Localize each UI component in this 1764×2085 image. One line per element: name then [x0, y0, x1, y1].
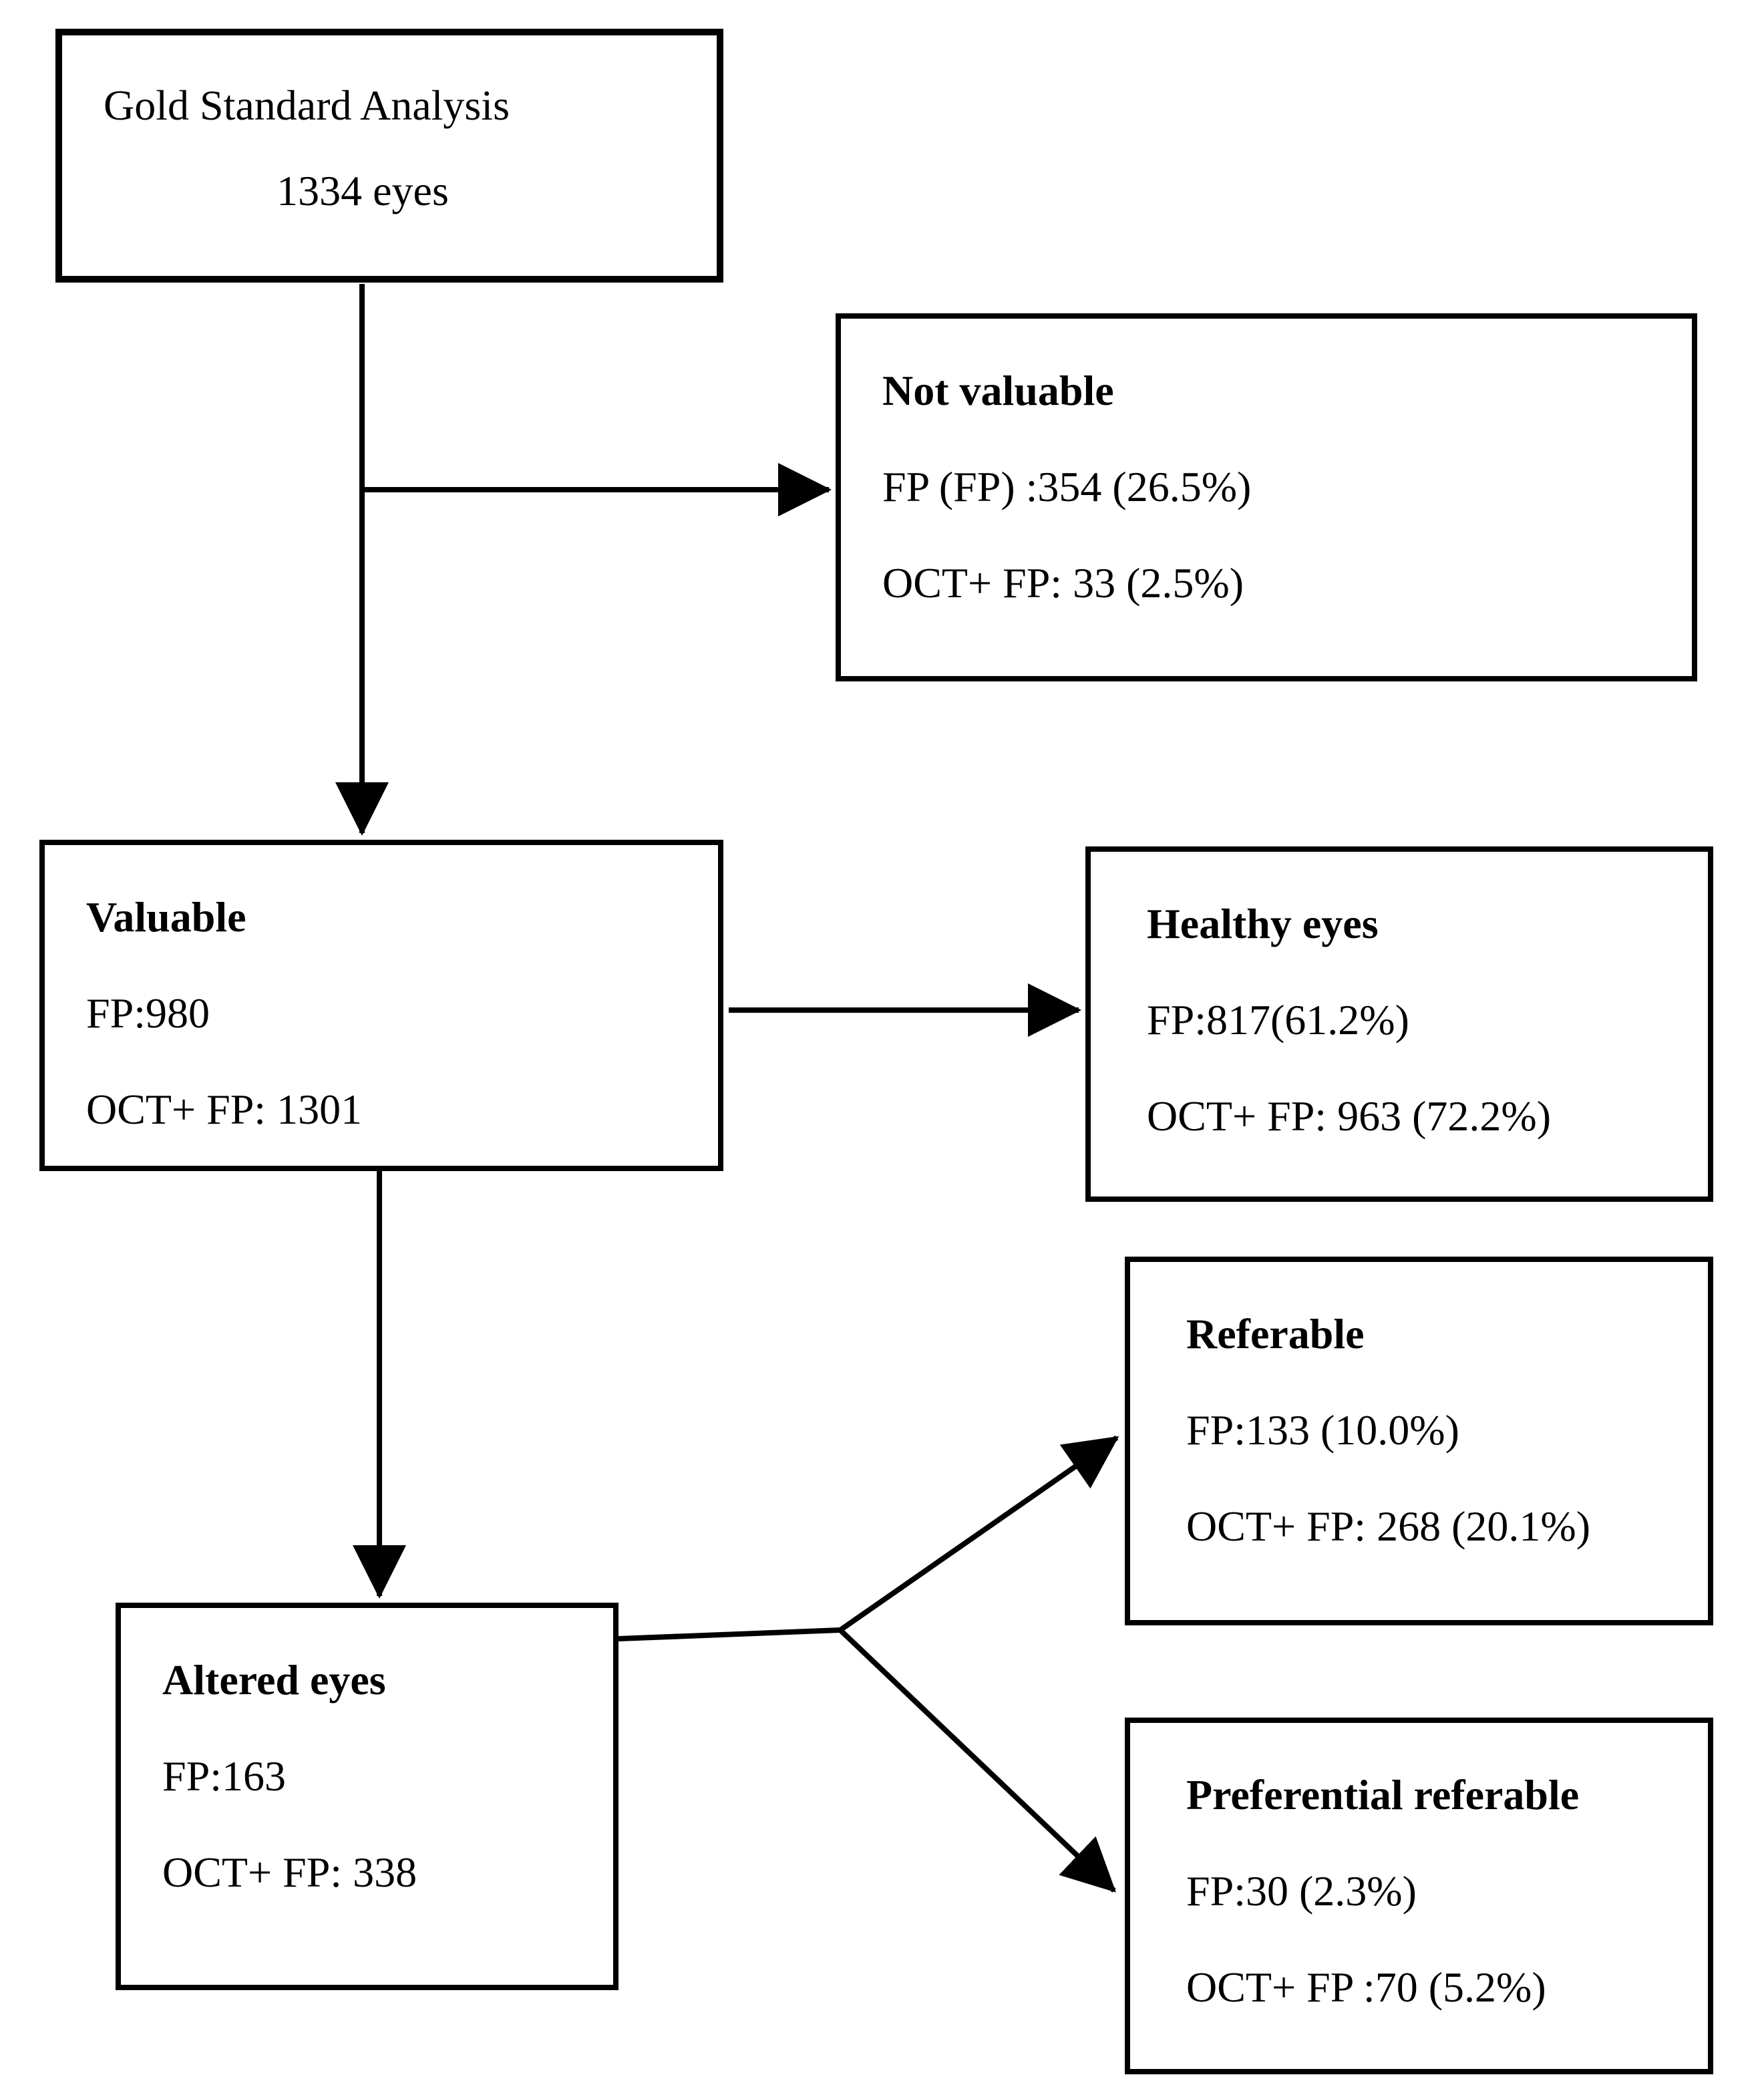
node-not-valuable: Not valuable FP (FP) :354 (26.5%) OCT+ F… — [836, 313, 1697, 681]
node-referable: Referable FP:133 (10.0%) OCT+ FP: 268 (2… — [1125, 1257, 1713, 1625]
arrow-branch-to-preferential-referable — [838, 1628, 1116, 1893]
node-stat-fp: FP:817(61.2%) — [1147, 996, 1409, 1044]
node-title: Not valuable — [882, 367, 1114, 414]
node-stat-fp: FP:30 (2.3%) — [1186, 1867, 1417, 1915]
node-stat-fp: FP:980 — [86, 989, 210, 1037]
node-stat-oct-fp: OCT+ FP: 963 (72.2%) — [1147, 1092, 1551, 1140]
node-stat-oct-fp: OCT+ FP :70 (5.2%) — [1186, 1963, 1546, 2011]
node-title: Gold Standard Analysis — [104, 82, 510, 129]
node-title: Altered eyes — [162, 1656, 386, 1704]
node-stat-oct-fp: OCT+ FP: 1301 — [86, 1086, 363, 1133]
node-valuable: Valuable FP:980 OCT+ FP: 1301 — [39, 840, 723, 1171]
connector-altered-branch — [618, 1627, 841, 1641]
node-title: Preferential referable — [1186, 1771, 1580, 1818]
node-healthy-eyes: Healthy eyes FP:817(61.2%) OCT+ FP: 963 … — [1085, 846, 1713, 1202]
node-count: 1334 eyes — [277, 167, 449, 214]
node-stat-fp: FP:133 (10.0%) — [1186, 1406, 1459, 1454]
node-altered-eyes: Altered eyes FP:163 OCT+ FP: 338 — [116, 1603, 619, 1990]
node-gold-standard-analysis: Gold Standard Analysis 1334 eyes — [55, 29, 723, 283]
arrow-branch-to-referable — [838, 1435, 1119, 1633]
node-title: Valuable — [86, 893, 246, 941]
node-preferential-referable: Preferential referable FP:30 (2.3%) OCT+… — [1125, 1718, 1713, 2074]
node-stat-oct-fp: OCT+ FP: 33 (2.5%) — [882, 559, 1244, 607]
node-title: Referable — [1186, 1310, 1365, 1357]
node-stat-oct-fp: OCT+ FP: 338 — [162, 1849, 417, 1896]
node-stat-oct-fp: OCT+ FP: 268 (20.1%) — [1186, 1502, 1590, 1550]
node-stat-fp: FP:163 — [162, 1752, 286, 1800]
node-title: Healthy eyes — [1147, 900, 1379, 947]
node-stat-fp: FP (FP) :354 (26.5%) — [882, 463, 1252, 510]
